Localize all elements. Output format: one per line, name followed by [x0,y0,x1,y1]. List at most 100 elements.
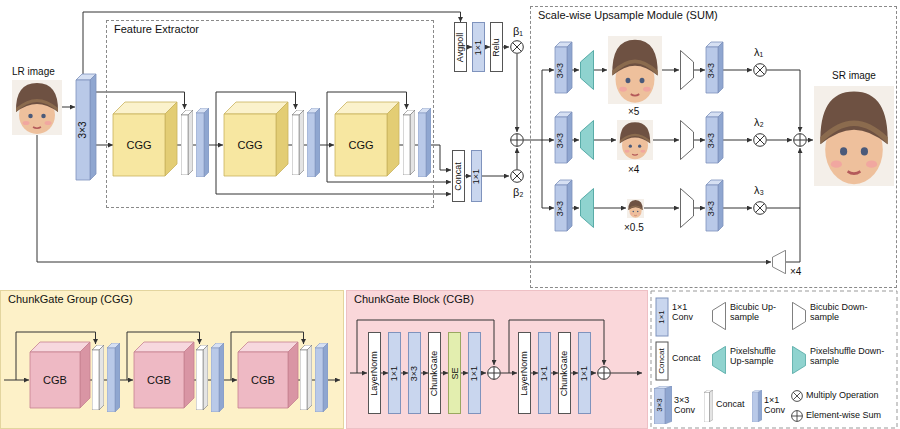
legend-text: Multiply Operation [806,391,898,401]
wire [327,145,451,182]
legend-text: Element-wise Sum [806,411,898,421]
lr-photo [12,80,62,135]
connector [401,373,408,374]
legend-icon [752,390,762,422]
connector [83,12,461,80]
wire [193,145,196,146]
weight-label: λ₃ [754,184,764,196]
wire [611,373,642,374]
pixelshuffle-up [581,121,594,160]
cube-face [718,112,723,163]
legend-text: 1×1 Conv [764,396,789,416]
image-label-holder: SR image [832,70,876,81]
bicubic-down [681,121,694,160]
legend-icon [713,346,726,373]
cube-face [567,42,572,93]
legend-text: Bicubic Up-sample [730,303,788,323]
block-label: 3×3 [557,62,566,77]
conv-box: 1×1 [471,150,482,202]
cube-face [224,114,276,176]
wire [216,145,451,194]
cube-face [706,112,723,117]
se-box: SE [448,332,461,414]
block-label: LayerNorm [370,351,379,396]
scale-label: ×4 [628,164,639,175]
multiply-symbol [511,170,524,183]
wire [399,145,403,146]
wire [298,380,300,381]
weight-label-holder: β₂ [513,186,524,198]
block-label: CGG [237,140,262,151]
concat-slab [300,345,312,410]
block-cube: CGB [134,352,184,408]
legend-text-holder: Bicubic Up-sample [730,303,788,323]
scaled-photo [627,199,644,218]
panel-heading: Feature Extractor [114,24,199,35]
icon-label: 1×1 [658,310,666,324]
cube-face [134,342,194,352]
concat-slab [181,110,193,175]
legend-icon [656,298,668,336]
conv-block: 3×3 [76,80,90,180]
bicubic-down [681,189,694,228]
scaled-photo [608,36,662,104]
legend-text-holder: 1×1 Conv [672,303,700,323]
wire [542,70,554,71]
wire [328,380,340,381]
skip-wire [127,332,200,380]
wire [542,140,554,141]
wire [723,208,752,209]
block-label: SE [450,367,459,379]
cube-face [113,114,165,176]
gate-box: ChunkGate [428,332,441,414]
cube-face [76,74,96,80]
scale-label-holder: ×4 [790,266,801,277]
scale-label-holder: ×0.5 [624,222,644,233]
legend-icon [713,302,726,329]
legend-icon [654,386,672,424]
cube-face [555,117,567,163]
block-label: 1×1 [580,365,589,380]
conv-block: 3×3 [555,117,567,163]
legend-text: 1×1 Conv [672,303,700,323]
wire [481,373,486,374]
group-panel: ChunkGate Group (CGG)CGBCGBCGB [0,290,344,429]
cube-face [387,102,399,176]
pool-box: Avgpoll [454,22,467,72]
cube-face [555,112,572,117]
block-label: 1×1 [540,365,549,380]
legend-icon [656,342,668,380]
connector [461,373,468,374]
skip-wire [37,135,771,262]
block-cube: CGB [30,352,80,408]
skip-wire [786,208,800,262]
wire [723,140,752,141]
conv-block: 3×3 [706,185,718,231]
wire [653,140,679,141]
connector [441,373,448,374]
norm-box: LayerNorm [368,332,381,414]
group-block: CGG [113,114,165,176]
wire [572,70,579,71]
conv-slab [315,343,328,412]
block-label: 1×1 [474,39,483,54]
cube-face [718,180,723,231]
wire [288,145,292,146]
panel-fill [346,290,648,429]
wire [694,70,705,71]
icon-label: Concat [658,348,666,373]
cube-face [30,342,90,352]
cube-face [184,342,194,408]
wire [767,140,792,141]
cube-face [276,102,288,176]
cube-face [718,42,723,93]
conv-block: 3×3 [555,47,567,93]
image-label-holder: LR image [12,66,55,77]
group-block: CGG [224,114,276,176]
legend-text: Pixelshuffle Up-sample [730,347,788,367]
legend-text-holder: Pixelshuffle Up-sample [730,347,788,367]
wire [62,107,75,108]
cube-face [555,185,567,231]
weight-label-holder: λ₁ [754,46,763,58]
scale-label-holder: ×5 [628,106,639,117]
